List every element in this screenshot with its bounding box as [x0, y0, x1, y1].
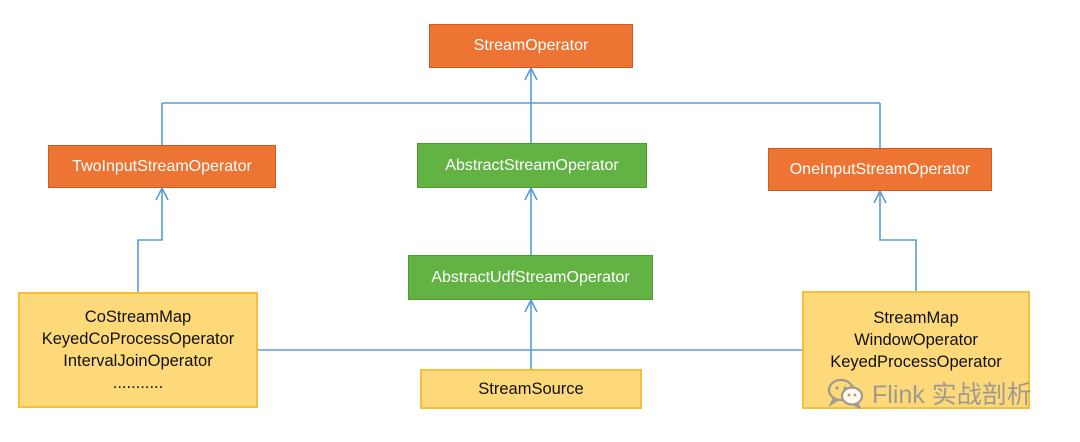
two-input-stream-operator-box: TwoInputStreamOperator: [48, 145, 276, 188]
abstract-stream-operator-label: AbstractStreamOperator: [445, 156, 619, 174]
impl-stream-map: StreamMap: [873, 309, 959, 327]
stream-operator-box: StreamOperator: [429, 24, 633, 68]
stream-source-label: StreamSource: [478, 380, 584, 398]
one-input-stream-operator-label: OneInputStreamOperator: [789, 160, 971, 178]
abstract-udf-stream-operator-box: AbstractUdfStreamOperator: [408, 255, 653, 300]
impl-co-stream-map: CoStreamMap: [84, 308, 192, 326]
two-input-implementations-box: CoStreamMap KeyedCoProcessOperator Inter…: [18, 292, 258, 408]
one-input-implementations-box: StreamMap WindowOperator KeyedProcessOpe…: [802, 291, 1030, 409]
stream-operator-label: StreamOperator: [473, 37, 589, 54]
one-input-stream-operator-box: OneInputStreamOperator: [768, 148, 992, 191]
watermark-text: Flink 实战剖析: [872, 381, 1032, 409]
impl-keyed-co-process-operator: KeyedCoProcessOperator: [41, 330, 235, 348]
impl-interval-join-operator: IntervalJoinOperator: [63, 352, 213, 370]
wechat-icon: [827, 378, 864, 409]
two-input-stream-operator-label: TwoInputStreamOperator: [72, 157, 252, 175]
impl-keyed-process-operator: KeyedProcessOperator: [830, 353, 1002, 371]
impl-more-ellipsis: ...........: [112, 374, 164, 392]
abstract-udf-stream-operator-label: AbstractUdfStreamOperator: [431, 268, 630, 286]
watermark: Flink 实战剖析: [826, 376, 1032, 410]
stream-source-box: StreamSource: [420, 369, 642, 409]
abstract-stream-operator-box: AbstractStreamOperator: [417, 143, 647, 188]
impl-window-operator: WindowOperator: [854, 331, 978, 349]
